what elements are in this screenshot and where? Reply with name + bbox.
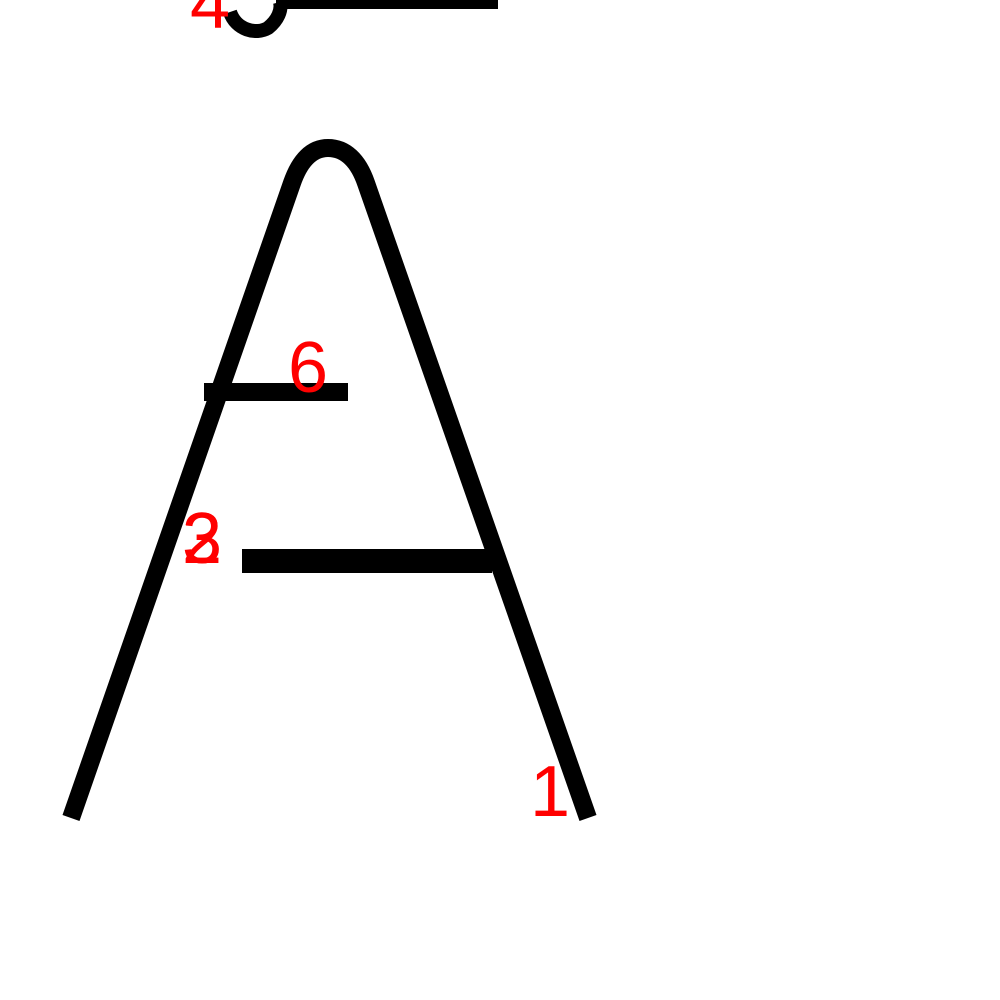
- top-hook-stroke: [223, 0, 288, 38]
- letter-a-outline-stroke: [62, 139, 597, 821]
- stroke-number-2: 2: [182, 499, 222, 579]
- stroke-number-6: 6: [288, 328, 328, 408]
- stroke-number-1: 1: [530, 752, 570, 832]
- stroke-number-3: 3: [182, 499, 222, 579]
- stroke-number-4: 4: [190, 0, 230, 44]
